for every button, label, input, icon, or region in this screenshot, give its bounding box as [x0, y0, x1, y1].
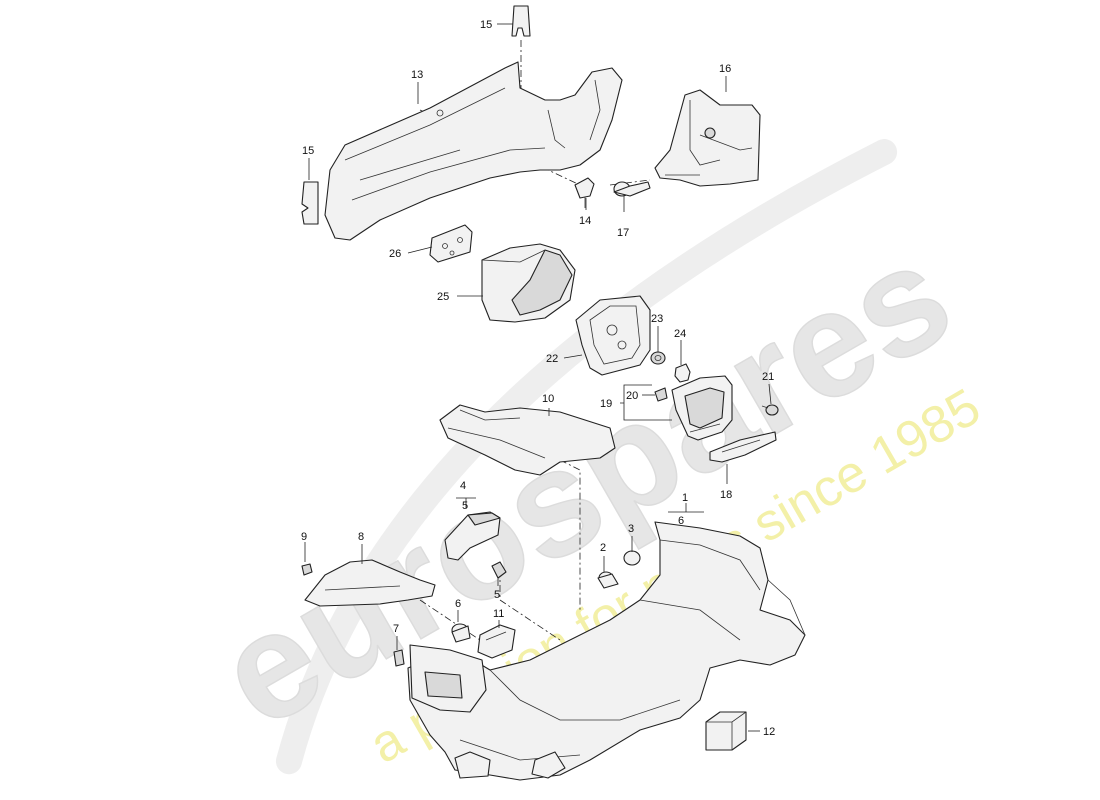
- callout-21: 21: [762, 371, 774, 383]
- part-13-trim-panel: [324, 61, 623, 241]
- callout-8: 8: [358, 531, 364, 543]
- part-10-floor-panel: [439, 404, 616, 476]
- callout-15-left: 15: [302, 145, 314, 157]
- callout-20: 20: [626, 390, 638, 402]
- callout-19: 19: [600, 398, 612, 410]
- callout-18: 18: [720, 489, 732, 501]
- part-7-clip: [393, 649, 405, 667]
- callout-3: 3: [628, 523, 634, 535]
- leader-lines: [304, 23, 772, 732]
- part-8-panel: [304, 559, 436, 607]
- callout-14: 14: [579, 215, 591, 227]
- callout-10: 10: [542, 393, 554, 405]
- part-12-cube: [705, 711, 747, 751]
- part-5-cover: [444, 511, 501, 561]
- callout-4: 4: [460, 480, 466, 492]
- callout-2: 2: [600, 542, 606, 554]
- callout-26: 26: [389, 248, 401, 260]
- callout-5-upper: 5: [462, 500, 468, 512]
- callout-11: 11: [493, 608, 504, 620]
- part-15-clip-top: [511, 5, 531, 37]
- part-1-trunk-liner: [407, 521, 806, 781]
- part-26-plate: [429, 224, 473, 263]
- callout-7: 7: [393, 623, 399, 635]
- part-15-clip-left: [301, 181, 319, 225]
- callout-5-lower: 5: [494, 589, 500, 601]
- part-25-cover: [481, 243, 576, 323]
- callout-25: 25: [437, 291, 449, 303]
- callout-6-left: 6: [455, 598, 461, 610]
- callout-16: 16: [719, 63, 731, 75]
- part-19-trim-frame: [671, 375, 733, 441]
- callout-15-top: 15: [480, 19, 492, 31]
- part-18-bracket: [709, 431, 777, 463]
- callout-6-right: 6: [678, 515, 684, 527]
- callout-22: 22: [546, 353, 558, 365]
- callout-17: 17: [617, 227, 629, 239]
- part-17-screw: [613, 181, 651, 197]
- callout-1: 1: [682, 492, 688, 504]
- part-3-plug: [623, 550, 641, 566]
- part-16-bracket: [654, 89, 761, 187]
- part-20-clip: [654, 387, 668, 402]
- part-2-bolt: [597, 571, 619, 589]
- part-5-clip: [491, 561, 507, 579]
- part-14-rivet: [574, 177, 595, 208]
- part-22-housing: [575, 295, 651, 376]
- part-9-nut: [301, 563, 313, 576]
- part-24-cap: [674, 363, 691, 383]
- callout-23: 23: [651, 313, 663, 325]
- part-23-grommet: [650, 351, 666, 365]
- callout-9: 9: [301, 531, 307, 543]
- part-21-screw: [761, 404, 779, 416]
- callout-12: 12: [763, 726, 775, 738]
- callout-13: 13: [411, 69, 423, 81]
- part-11-latch: [477, 624, 516, 659]
- callout-labels: 15 13 15 16 14 17 26 25 22 23 24 21 20 1…: [301, 19, 775, 738]
- callout-24: 24: [674, 328, 686, 340]
- part-6-bolt: [451, 623, 471, 643]
